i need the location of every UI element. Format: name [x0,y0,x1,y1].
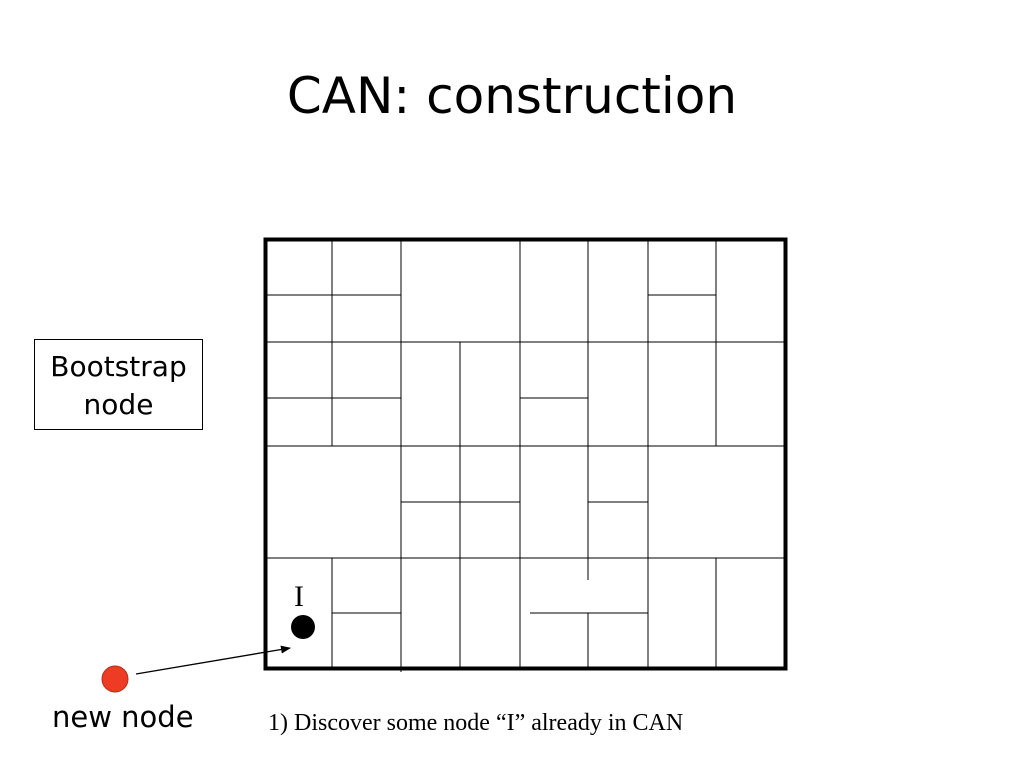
bootstrap-node-box: Bootstrap node [34,339,203,430]
bootstrap-label-line1: Bootstrap [50,350,187,383]
new-node [101,665,129,693]
existing-node-i [291,615,315,639]
slide-title: CAN: construction [286,67,738,125]
join-arrow [135,645,291,675]
can-space-border [263,237,788,671]
node-i-label: I [294,580,304,613]
zone-lines [266,240,784,672]
step-caption: 1) Discover some node “I” already in CAN [268,710,684,736]
new-node-label: new node [52,700,194,734]
bootstrap-label-line2: node [83,388,154,421]
